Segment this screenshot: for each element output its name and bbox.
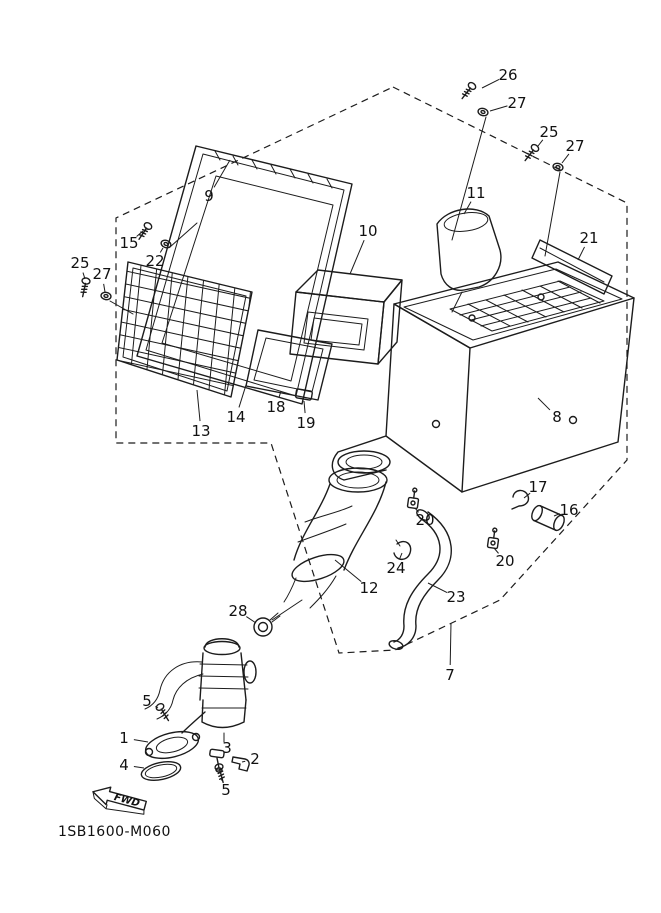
fwd-arrow: FWD <box>92 786 147 815</box>
washer-27 <box>99 290 113 302</box>
callout-label-1: 1 <box>119 729 129 747</box>
callout-leader-15 <box>136 230 144 237</box>
element-plate <box>245 329 333 401</box>
callout-label-3: 3 <box>222 739 232 757</box>
callout-label-28: 28 <box>228 602 247 620</box>
drawing-code: 1SB1600-M060 <box>58 824 171 840</box>
screw-26 <box>458 80 478 102</box>
callout-leader-5 <box>155 705 159 709</box>
callout-leader-19 <box>303 400 306 414</box>
plate-tab <box>294 388 313 401</box>
callout-leader-7 <box>449 622 452 666</box>
callout-label-2: 2 <box>250 750 260 768</box>
callout-label-25: 25 <box>539 123 558 141</box>
callout-leader-27 <box>489 105 508 112</box>
callout-label-5: 5 <box>142 692 152 710</box>
callout-label-19: 19 <box>296 414 315 432</box>
callout-label-24: 24 <box>386 559 405 577</box>
callout-label-27: 27 <box>92 265 111 283</box>
callout-label-27: 27 <box>507 94 526 112</box>
callout-leader-18 <box>278 390 282 398</box>
callout-label-17: 17 <box>528 478 547 496</box>
nozzle-fitting <box>209 748 225 773</box>
screw-25 <box>78 276 92 299</box>
callout-label-15: 15 <box>119 234 138 252</box>
intake-boot <box>283 467 388 609</box>
callout-label-14: 14 <box>226 408 245 426</box>
fwd-label: FWD <box>113 792 141 809</box>
callout-leader-1 <box>133 739 149 743</box>
callout-label-13: 13 <box>191 422 210 440</box>
clamp-28 <box>253 617 273 637</box>
washer-27 <box>551 161 565 173</box>
callout-label-20: 20 <box>415 511 434 529</box>
callout-leader-27 <box>561 153 570 164</box>
breather-hose <box>388 509 452 650</box>
callout-label-12: 12 <box>359 579 378 597</box>
air-cleaner-case <box>331 261 635 493</box>
callout-leader-20 <box>414 507 419 513</box>
callout-label-10: 10 <box>358 222 377 240</box>
callout-leader-23 <box>427 582 448 593</box>
hose-clamp <box>393 539 412 561</box>
callout-leader-16 <box>553 513 560 517</box>
callout-label-11: 11 <box>466 184 485 202</box>
intake-manifold-joint <box>144 711 206 760</box>
callout-leader-26 <box>481 79 500 89</box>
callout-leader-17 <box>523 492 531 499</box>
callout-label-7: 7 <box>445 666 455 684</box>
callout-label-26: 26 <box>498 66 517 84</box>
callout-leader-10 <box>349 240 365 275</box>
callout-label-4: 4 <box>119 756 129 774</box>
callout-label-5: 5 <box>221 781 231 799</box>
callout-leader-14 <box>238 384 247 408</box>
air-cleaner-cover <box>136 145 353 405</box>
callout-leader-27 <box>103 283 106 293</box>
assembly-boundary-dashed <box>115 86 628 654</box>
callout-leader-13 <box>196 389 201 422</box>
callout-label-23: 23 <box>446 588 465 606</box>
seal-strip <box>531 239 613 295</box>
callout-label-16: 16 <box>559 501 578 519</box>
callout-leader-22 <box>159 247 164 253</box>
wire-hook <box>511 489 530 510</box>
callout-label-27: 27 <box>565 137 584 155</box>
cover-gasket <box>161 175 334 382</box>
callout-label-25: 25 <box>70 254 89 272</box>
clip-bolt <box>486 526 501 550</box>
callout-leader-20 <box>493 547 499 554</box>
callout-label-18: 18 <box>266 398 285 416</box>
callout-leader-12 <box>334 559 362 583</box>
callout-leader-5 <box>220 777 223 781</box>
screw-5 <box>154 701 173 724</box>
intake-grille <box>116 261 253 398</box>
callout-leader-25 <box>537 139 544 147</box>
callout-label-21: 21 <box>579 229 598 247</box>
filter-element <box>289 269 403 365</box>
assembly-lines <box>109 116 561 621</box>
callout-leader-28 <box>246 616 257 624</box>
air-duct <box>436 208 502 292</box>
callout-leader-2 <box>241 760 246 763</box>
callout-leader-4 <box>133 765 145 769</box>
callout-label-8: 8 <box>552 408 562 426</box>
clip-bolt <box>406 486 421 510</box>
callout-leader-21 <box>577 246 585 261</box>
callout-leader-9 <box>213 159 231 188</box>
callout-leader-8 <box>537 397 551 411</box>
elbow-fitting <box>231 756 250 772</box>
carburetor <box>144 612 281 743</box>
screw-25 <box>521 142 541 164</box>
o-ring-gasket <box>140 761 182 781</box>
callout-label-9: 9 <box>204 187 214 205</box>
callout-label-22: 22 <box>145 252 164 270</box>
washer-27 <box>476 106 490 118</box>
callout-label-20: 20 <box>495 552 514 570</box>
callout-leader-24 <box>399 552 403 559</box>
callout-leader-11 <box>463 201 472 215</box>
callout-leader-25 <box>82 272 86 280</box>
